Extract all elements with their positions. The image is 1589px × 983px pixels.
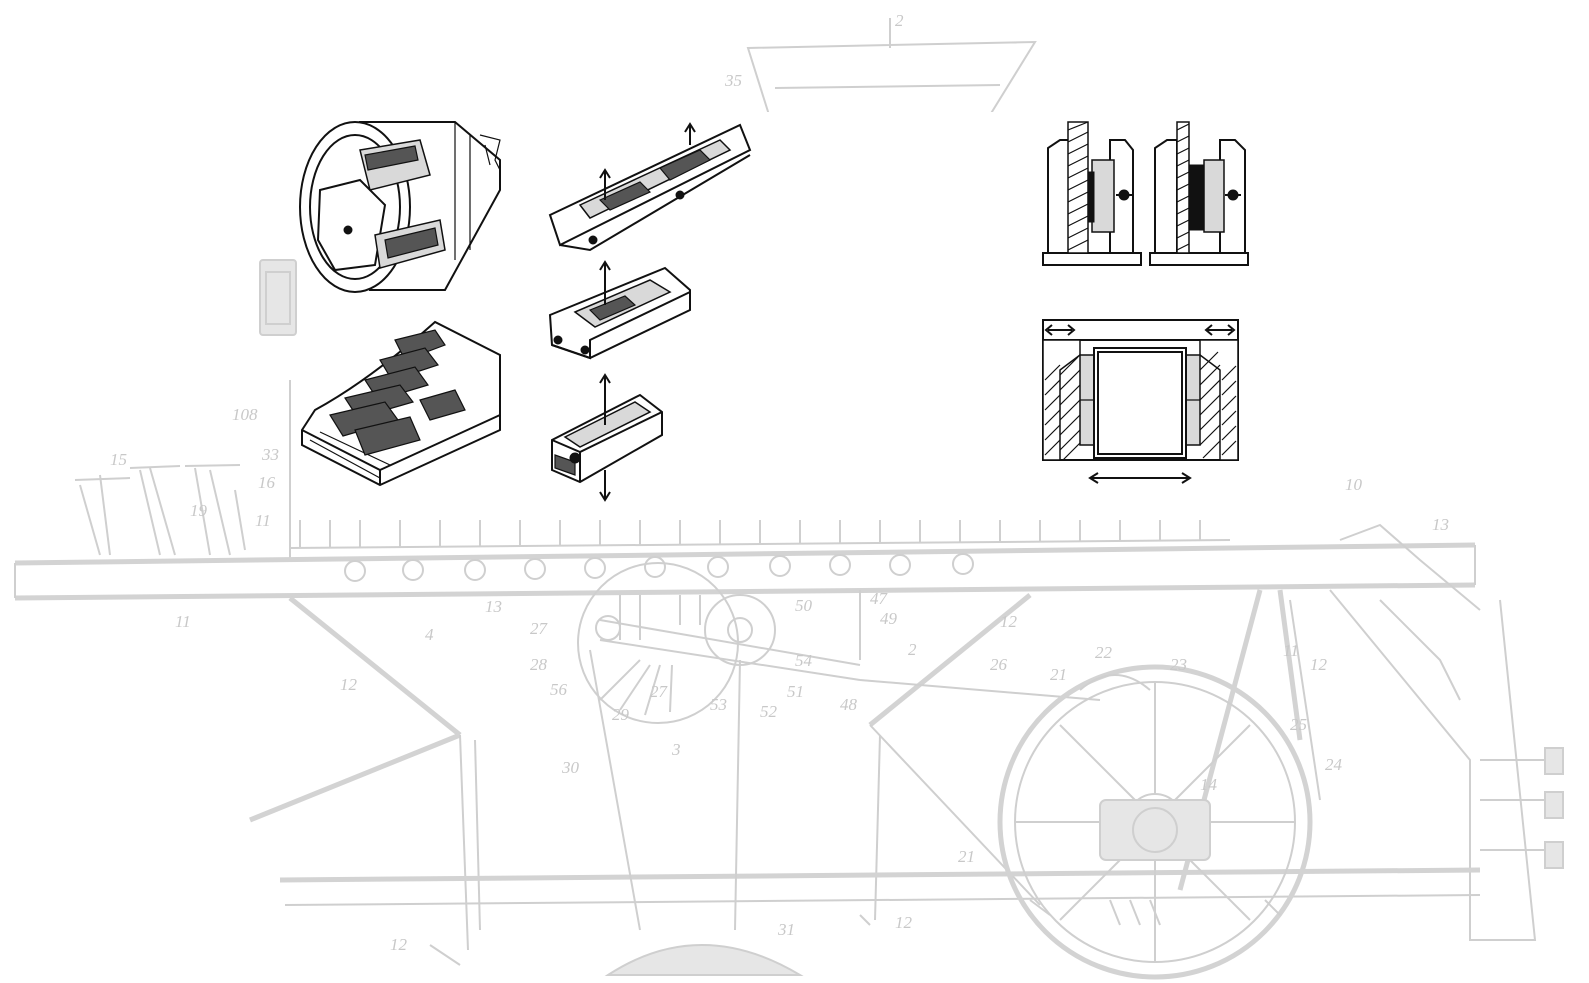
ref-label-11-b: 11 [175, 612, 191, 631]
patent-main-beam [14, 520, 1476, 601]
ref-label-47: 47 [870, 589, 889, 608]
ref-label-12-e: 12 [390, 935, 408, 954]
ref-label-3: 3 [671, 740, 681, 759]
roller-block-short [551, 373, 663, 502]
ref-label-56: 56 [550, 680, 568, 699]
curved-bed-drawing [301, 320, 501, 487]
ref-label-49: 49 [880, 609, 898, 628]
ref-label-10: 10 [1345, 475, 1363, 494]
ref-label-50: 50 [795, 596, 813, 615]
ref-label-48: 48 [840, 695, 858, 714]
ref-label-2-mid: 2 [908, 640, 917, 659]
ref-label-25: 25 [1290, 715, 1307, 734]
cylinder-roller-drawing [299, 121, 501, 293]
ref-label-108: 108 [232, 405, 258, 424]
ref-label-13-b: 13 [1432, 515, 1449, 534]
ref-label-16: 16 [258, 473, 276, 492]
front-press [1042, 319, 1239, 484]
patent-large-wheel [997, 664, 1313, 980]
ref-label-30: 30 [561, 758, 580, 777]
patent-hopper [746, 18, 1037, 120]
ref-label-12-c: 12 [1310, 655, 1328, 674]
ref-label-21-b: 21 [958, 847, 975, 866]
ref-label-26: 26 [990, 655, 1008, 674]
ref-label-27-b: 27 [650, 682, 669, 701]
patent-reference-numerals: 2 35 108 33 15 16 19 11 11 11 13 13 10 4… [110, 11, 1449, 954]
patent-tooth-row [299, 520, 1201, 548]
ref-label-2-top: 2 [895, 11, 904, 30]
ref-label-52: 52 [760, 702, 778, 721]
ref-label-12-d: 12 [895, 913, 913, 932]
ref-label-28: 28 [530, 655, 548, 674]
ref-label-27-a: 27 [530, 619, 549, 638]
roller-block-long [548, 122, 752, 252]
patent-frame-members [249, 589, 1321, 951]
patent-rollers [344, 553, 974, 582]
ref-label-22: 22 [1095, 643, 1113, 662]
ref-label-23: 23 [1170, 655, 1187, 674]
patent-background: 2 35 108 33 15 16 19 11 11 11 13 13 10 4… [14, 11, 1564, 980]
ref-label-13-a: 13 [485, 597, 502, 616]
ref-label-19: 19 [190, 501, 208, 520]
side-press-left [1042, 121, 1142, 266]
ref-label-33: 33 [261, 445, 279, 464]
ref-label-14: 14 [1200, 775, 1218, 794]
ref-label-54: 54 [795, 651, 813, 670]
bed-roller-group [329, 329, 466, 456]
ink-illustrations [299, 121, 1249, 502]
ref-label-12-a: 12 [340, 675, 358, 694]
patent-blades [74, 380, 291, 560]
roller-block-medium [548, 260, 691, 360]
ref-label-4: 4 [425, 625, 434, 644]
ref-label-12-b: 12 [1000, 612, 1018, 631]
ref-label-53: 53 [710, 695, 727, 714]
ref-label-51: 51 [787, 682, 804, 701]
ref-label-35: 35 [724, 71, 742, 90]
side-press-right [1149, 121, 1249, 266]
ref-label-29: 29 [612, 705, 630, 724]
ref-label-24: 24 [1325, 755, 1343, 774]
ref-label-11-c: 11 [1283, 641, 1299, 660]
patent-lower-beam [279, 867, 1481, 906]
ref-label-31: 31 [777, 920, 795, 939]
patent-side-box [259, 259, 297, 336]
ref-label-11-a: 11 [255, 511, 271, 530]
patent-right-frame [1329, 523, 1564, 941]
patent-sled [604, 944, 804, 976]
patent-feet [429, 899, 1281, 966]
ref-label-21: 21 [1050, 665, 1067, 684]
ref-label-15: 15 [110, 450, 127, 469]
